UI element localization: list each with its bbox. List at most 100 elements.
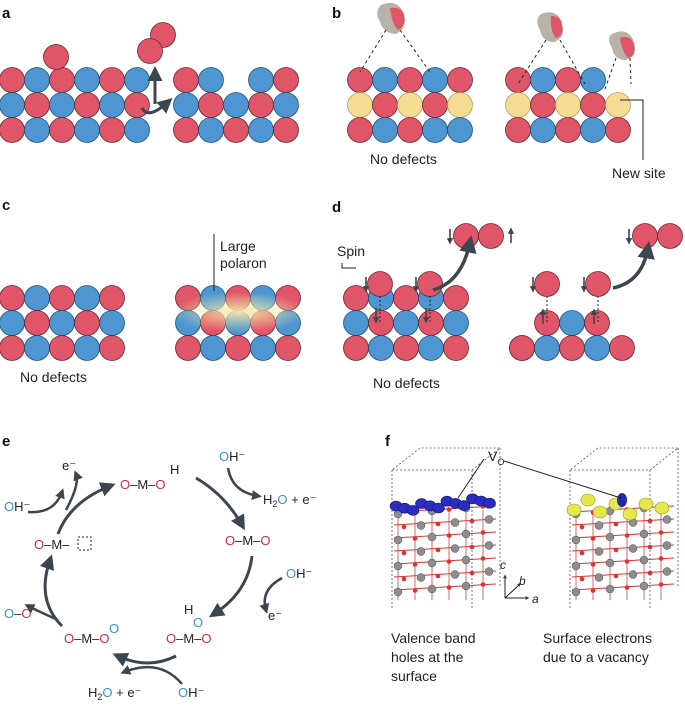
oxygen-atom — [24, 92, 50, 118]
oxygen-atom — [397, 67, 423, 93]
oxygen-atom — [372, 92, 398, 118]
o-atom: O — [193, 615, 203, 630]
oxygen-ion — [480, 530, 486, 535]
oxygen-atom — [605, 117, 631, 143]
hydroxide: OH⁻ — [178, 685, 204, 700]
oxygen-ion — [480, 582, 486, 587]
oxygen-atom — [24, 310, 50, 336]
oxygen-atom — [555, 117, 581, 143]
oxygen-ion — [480, 556, 486, 561]
metal-atom — [124, 67, 150, 93]
cycle-arrow — [195, 476, 245, 531]
spin-label: Spin — [337, 243, 365, 259]
oxygen-atom — [223, 117, 249, 143]
caption-right-1: Surface electrons — [543, 630, 652, 646]
metal-atom — [198, 117, 224, 143]
metal-ion — [450, 570, 460, 579]
oxygen-atom — [417, 271, 443, 297]
metal-atom — [447, 117, 473, 143]
metal-atom — [534, 335, 560, 361]
h-atom: H — [184, 602, 193, 617]
bond — [571, 583, 675, 591]
metal-ion — [484, 541, 494, 550]
bond — [393, 531, 497, 539]
hole-density — [406, 505, 420, 516]
panel-letter-f: f — [385, 433, 391, 450]
oxygen-ion — [613, 521, 619, 527]
oxygen-atom — [173, 67, 199, 93]
oxygen-atom — [49, 335, 75, 361]
oxygen-ion — [401, 524, 407, 530]
caption-right-2: due to a vacancy — [543, 649, 649, 665]
caption-left-3: surface — [391, 668, 437, 684]
vacancy-leader — [503, 460, 622, 499]
metal-ion — [639, 581, 649, 591]
species-o-m-ooh: O–M–O — [166, 631, 212, 646]
oxygen-ion — [446, 585, 452, 590]
metal-ion — [393, 535, 403, 545]
metal-ion — [461, 529, 471, 539]
metal-atom — [584, 335, 610, 361]
adsorption-line — [517, 39, 547, 85]
metal-ion — [393, 587, 403, 597]
no-defects-label-c: No defects — [20, 369, 87, 385]
h-atom: H — [170, 462, 179, 477]
panel-letter-d: d — [332, 199, 341, 216]
metal-atom — [0, 92, 25, 118]
hydroxide: OH⁻ — [4, 499, 30, 514]
oxygen-atom — [393, 335, 419, 361]
yellow-atom — [447, 92, 473, 118]
cycle-arrow — [112, 653, 177, 667]
metal-ion — [594, 573, 604, 582]
adsorption-line — [629, 57, 632, 85]
electron-density — [622, 507, 638, 521]
oer-cycle: O–M–O H OH⁻ H2O + e⁻ O–M–O OH⁻ e⁻ H O O–… — [4, 449, 316, 702]
axis-triad: c b a — [500, 558, 539, 606]
water-electron: H2O + e⁻ — [88, 685, 141, 702]
oxygen-atom — [534, 271, 560, 297]
metal-ion — [605, 584, 615, 594]
metal-atom — [173, 92, 199, 118]
oxygen-atom — [99, 117, 125, 143]
yellow-atom — [555, 92, 581, 118]
metal-atom — [248, 117, 274, 143]
oxygen-atom — [505, 117, 531, 143]
metal-ion — [639, 555, 649, 565]
polaron-glow — [170, 292, 310, 332]
oxygen-atom — [74, 310, 100, 336]
metal-ion — [628, 570, 638, 579]
oxygen-ion — [647, 544, 653, 550]
water-electron: H2O + e⁻ — [263, 492, 316, 509]
metal-ion — [427, 558, 437, 568]
metal-atom — [99, 310, 125, 336]
hydroxide: OH⁻ — [286, 566, 312, 581]
metal-ion — [427, 532, 437, 542]
axis-c-label: c — [500, 558, 506, 572]
metal-atom — [530, 117, 556, 143]
metal-ion — [628, 544, 638, 553]
metal-atom — [248, 67, 274, 93]
oxygen-ion — [647, 518, 653, 524]
metal-atom — [443, 310, 469, 336]
oxygen-atom — [443, 285, 469, 311]
hole-density — [483, 497, 496, 509]
oxygen-atom — [367, 271, 393, 297]
oxygen-ion — [401, 550, 407, 556]
yellow-atom — [397, 92, 423, 118]
metal-ion — [605, 558, 615, 568]
cell-boundary — [569, 447, 680, 471]
metal-atom — [74, 67, 100, 93]
oxygen-atom — [99, 285, 125, 311]
polaron-label: Large — [220, 238, 256, 254]
atom-lattices — [0, 22, 683, 361]
metal-ion — [450, 544, 460, 553]
metal-atom — [273, 92, 299, 118]
metal-ion — [662, 541, 672, 550]
metal-atom — [74, 117, 100, 143]
oxygen-atom — [584, 310, 610, 336]
o-atom: O — [109, 621, 119, 636]
bond — [393, 557, 497, 565]
oxygen-atom — [0, 117, 25, 143]
oxygen-atom — [343, 335, 369, 361]
